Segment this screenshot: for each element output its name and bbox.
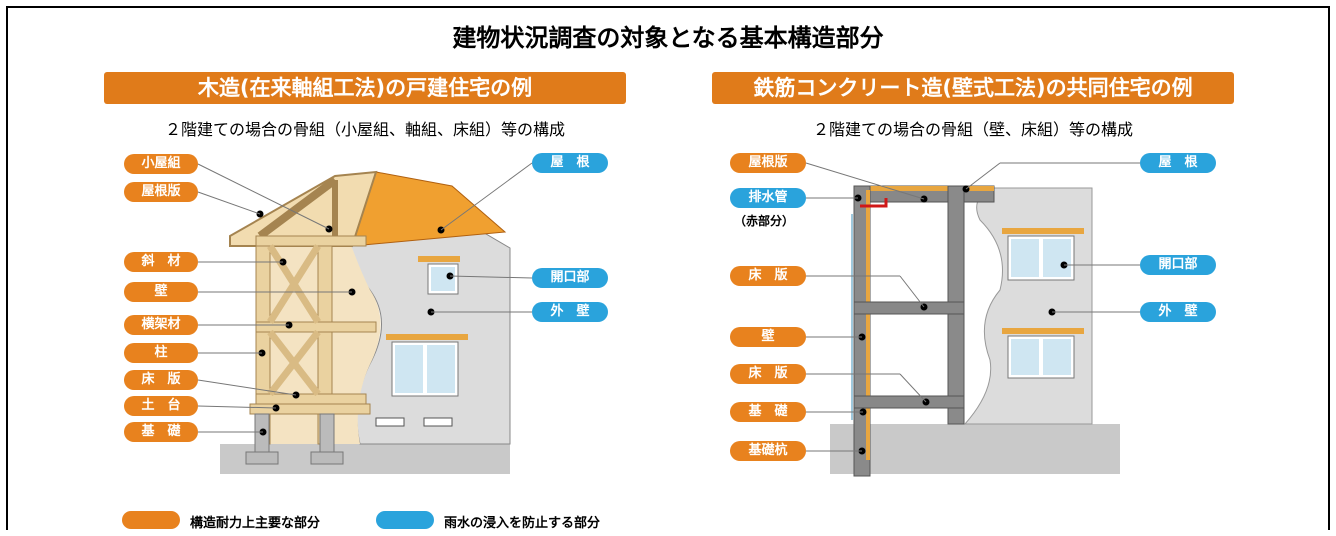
label-kabeL: 壁 — [124, 282, 198, 302]
label-kisoR: 基 礎 — [730, 402, 806, 422]
legend-rain-label: 雨水の浸入を防止する部分 — [444, 516, 601, 531]
left-banner: 木造(在来軸組工法)の戸建住宅の例 — [104, 72, 626, 104]
label-kisokui: 基礎杭 — [730, 441, 806, 461]
figure-frame — [6, 6, 1330, 530]
right-subtitle: ２階建ての場合の骨組（壁、床組）等の構成 — [812, 120, 1133, 139]
label-yaneL: 屋 根 — [532, 153, 608, 173]
label-yukaban2R: 床 版 — [730, 364, 806, 384]
label-yukabanL: 床 版 — [124, 370, 198, 390]
label-gaihekiL: 外 壁 — [532, 302, 608, 322]
label-shazai: 斜 材 — [124, 252, 198, 272]
label-dodai: 土 台 — [124, 396, 198, 416]
roof-truss — [229, 170, 378, 247]
left-subtitle: ２階建ての場合の骨組（小屋組、軸組、床組）等の構成 — [164, 120, 565, 139]
label-kisoL: 基 礎 — [124, 422, 198, 442]
rc-building-illustration — [805, 162, 1140, 477]
legend-structural-label: 構造耐力上主要な部分 — [190, 516, 321, 531]
right-banner: 鉄筋コンクリート造(壁式工法)の共同住宅の例 — [712, 72, 1234, 104]
label-koyagumi: 小屋組 — [124, 154, 198, 174]
label-okakezai: 横架材 — [124, 315, 198, 335]
drain-note: （赤部分） — [734, 214, 795, 228]
label-haisuikan: 排水管 — [730, 188, 806, 208]
label-yanebanL: 屋根版 — [124, 182, 198, 202]
label-kaikoubuL: 開口部 — [532, 268, 608, 288]
legend-structural-swatch — [122, 511, 180, 529]
label-kabeR: 壁 — [730, 327, 806, 347]
label-yanebanR: 屋根版 — [730, 153, 806, 173]
rc-exterior-wall — [963, 187, 1093, 425]
figure-title: 建物状況調査の対象となる基本構造部分 — [452, 24, 884, 52]
label-kaikoubuR: 開口部 — [1140, 255, 1216, 275]
legend-rain-swatch — [376, 511, 434, 529]
label-yukaban1R: 床 版 — [730, 266, 806, 286]
ground-right — [830, 424, 1120, 474]
label-yaneR: 屋 根 — [1140, 153, 1216, 173]
wood-house-illustration — [197, 162, 533, 474]
label-hashira: 柱 — [124, 343, 198, 363]
drain-pipe — [860, 198, 888, 208]
label-gaihekiR: 外 壁 — [1140, 302, 1216, 322]
